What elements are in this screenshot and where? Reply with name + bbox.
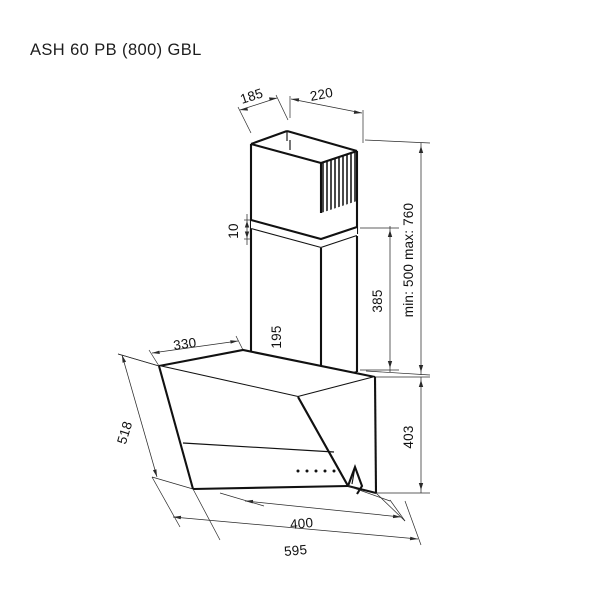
dim-label-220: 220 xyxy=(309,85,335,104)
construction-lines xyxy=(117,353,406,541)
page-title: ASH 60 PB (800) GBL xyxy=(30,41,202,59)
dim-label-min-max: min: 500 max: 760 xyxy=(401,203,416,317)
chimney-upper xyxy=(249,129,359,238)
dim-label-518: 518 xyxy=(114,419,135,446)
dim-label-403: 403 xyxy=(401,425,416,448)
dim-label-400: 400 xyxy=(289,515,313,532)
dimension-403 xyxy=(372,376,430,494)
dimension-595 xyxy=(151,476,422,546)
dim-label-185: 185 xyxy=(238,85,265,106)
control-button-5[interactable] xyxy=(332,469,336,473)
dim-label-330: 330 xyxy=(172,335,197,353)
dimension-185 xyxy=(237,94,289,134)
dimension-network xyxy=(117,94,431,546)
dimension-385 xyxy=(360,226,399,372)
hood-glass-front-panel xyxy=(157,365,349,491)
dimension-400 xyxy=(219,492,406,522)
dimension-labels: 185 220 10 195 385 min: 500 max: 760 330… xyxy=(114,85,416,559)
dimension-220 xyxy=(289,96,364,143)
control-panel[interactable] xyxy=(296,469,336,473)
chimney-lower xyxy=(249,229,359,384)
dimension-min-max xyxy=(364,139,431,376)
control-button-3[interactable] xyxy=(314,469,318,473)
control-button-2[interactable] xyxy=(305,469,309,473)
dim-label-10: 10 xyxy=(226,223,241,238)
dim-label-195: 195 xyxy=(269,325,284,348)
dim-label-385: 385 xyxy=(370,289,385,312)
control-button-4[interactable] xyxy=(323,469,327,473)
dim-label-595: 595 xyxy=(283,542,307,559)
control-button-1[interactable] xyxy=(296,469,300,473)
dimension-330 xyxy=(148,335,244,367)
